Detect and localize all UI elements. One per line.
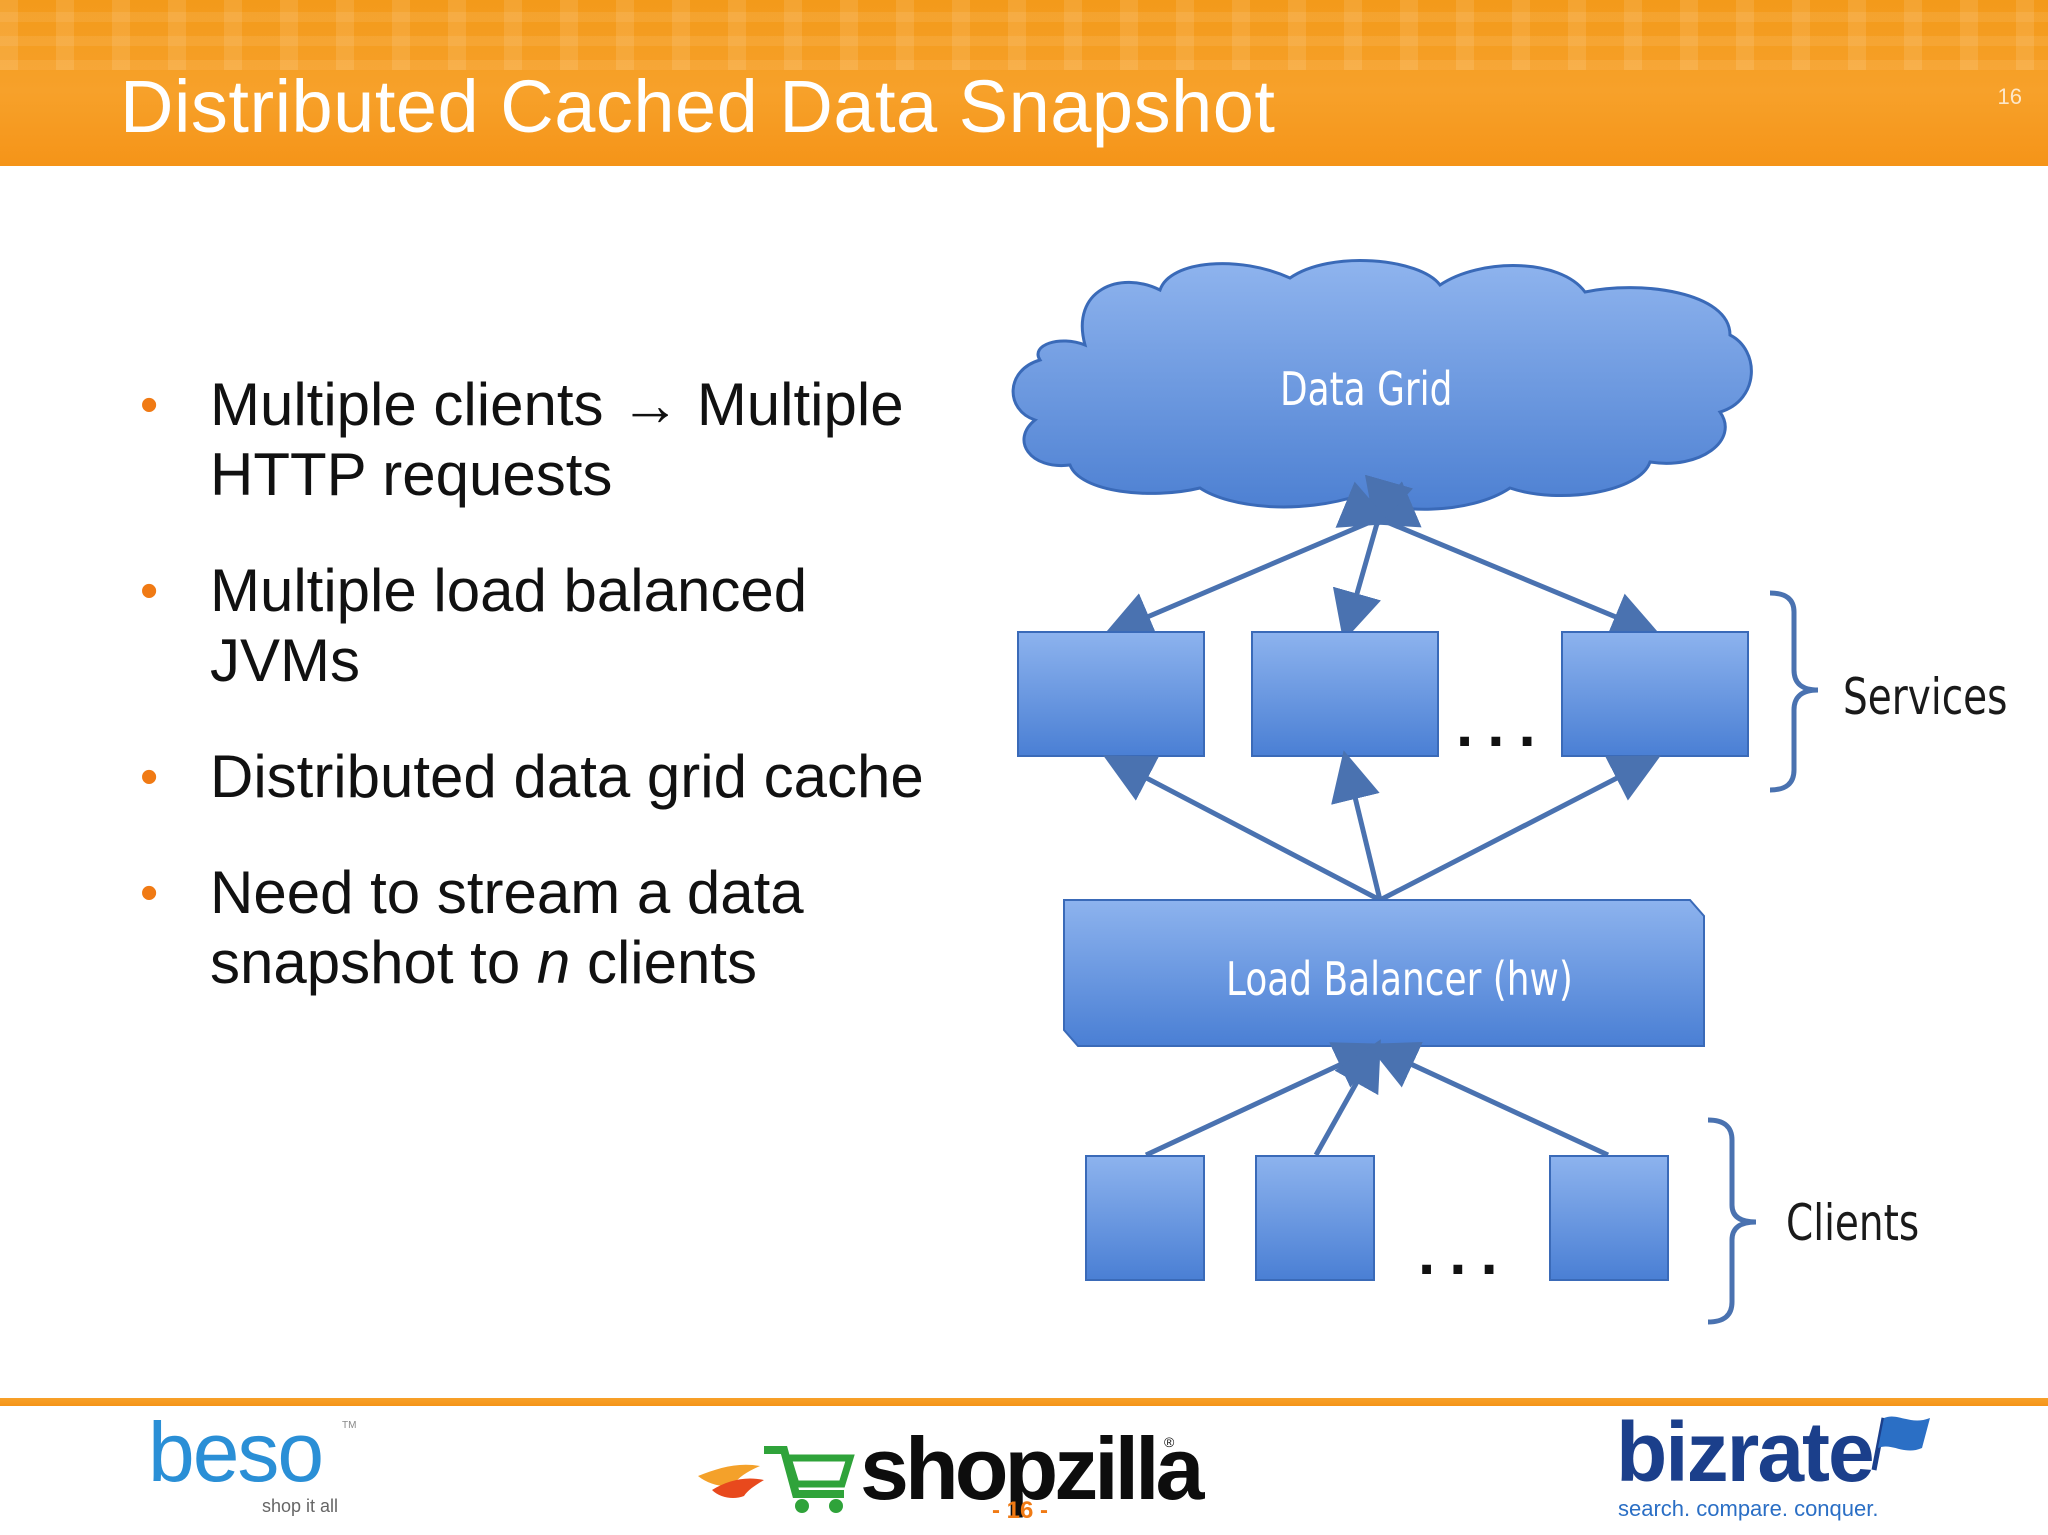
bullet-list: • Multiple clients → Multiple HTTP reque… [140,370,970,998]
bullet-line: HTTP requests [210,441,613,508]
bizrate-logo: bizrate search. compare. conquer. [1616,1405,1930,1521]
services-label: Services [1843,668,2008,726]
grid-service-arrows [1102,474,1662,642]
bullet-line: Multiple load balanced [210,557,808,624]
bullet-item: • Distributed data grid cache [140,742,970,812]
shopzilla-cart-icon [698,1446,855,1513]
slide-header: Distributed Cached Data Snapshot 16 [0,0,2048,166]
bizrate-flag-icon [1871,1416,1930,1471]
lb-service-arrows [1103,750,1661,903]
service-box [1017,631,1205,757]
header-pattern [0,0,2048,70]
bullet-item: • Multiple load balanced JVMs [140,556,970,696]
footer-divider [0,1398,2048,1406]
bullet-marker: • [140,748,159,806]
load-balancer-label: Load Balancer (hw) [1226,952,1573,1006]
beso-wordmark: beso [148,1405,324,1499]
bullet-italic-n: n [536,929,571,996]
service-box [1251,631,1439,757]
client-box [1255,1155,1375,1281]
bizrate-wordmark: bizrate [1616,1405,1875,1499]
bullet-item: • Need to stream a data snapshot to n cl… [140,858,970,998]
clients-brace [1707,1117,1757,1325]
slide-title: Distributed Cached Data Snapshot [120,65,1276,148]
bullet-line-tail: clients [570,929,758,996]
client-boxes [1085,1155,1669,1281]
clients-ellipsis: ... [1418,1219,1512,1288]
bullet-marker: • [140,376,159,434]
beso-trademark: TM [342,1420,357,1431]
service-box [1561,631,1749,757]
data-grid-label: Data Grid [1280,362,1453,416]
service-boxes [1017,631,1749,757]
page-number: - 16 - [992,1497,1049,1524]
bullet-marker: • [140,562,159,620]
bullet-line: Multiple clients → Multiple [210,371,904,438]
bullet-line: snapshot to [210,929,537,996]
beso-logo: beso TM shop it all [148,1405,356,1516]
client-box [1085,1155,1205,1281]
shopzilla-wordmark: shopzilla [860,1419,1204,1518]
bullet-item: • Multiple clients → Multiple HTTP reque… [140,370,970,510]
clients-label: Clients [1786,1194,1920,1252]
client-lb-arrows [1144,1039,1610,1158]
corner-slide-number: 16 [1997,84,2022,109]
bullet-marker: • [140,864,159,922]
bullet-line: JVMs [210,627,360,694]
beso-tagline: shop it all [262,1496,339,1516]
shopzilla-registered: ® [1164,1434,1175,1450]
bizrate-tagline: search. compare. conquer. [1618,1496,1879,1521]
bullet-line: Need to stream a data [210,859,804,926]
services-ellipsis: ... [1456,691,1550,760]
client-box [1549,1155,1669,1281]
services-brace [1769,590,1819,793]
bullet-line: Distributed data grid cache [210,743,924,810]
